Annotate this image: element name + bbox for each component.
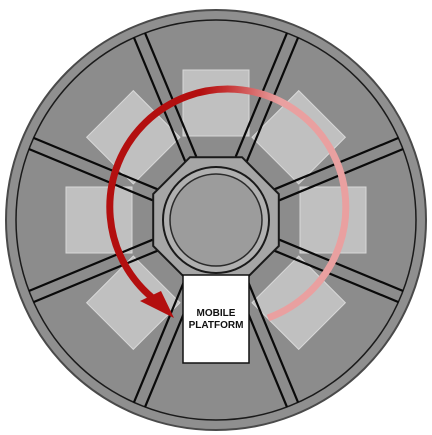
spoke-line bbox=[274, 249, 399, 304]
spoke-line bbox=[143, 32, 198, 158]
spoke-line bbox=[33, 249, 158, 304]
mobile-platform-label-line2: PLATFORM bbox=[189, 320, 244, 331]
rotation-arrow-head bbox=[140, 291, 174, 318]
spoke-line bbox=[132, 278, 187, 403]
spoke-7 bbox=[28, 136, 158, 202]
spoke-line bbox=[33, 136, 158, 191]
rotation-arrow-arc bbox=[106, 85, 350, 322]
mobile-platform-box bbox=[182, 274, 250, 364]
station-top-right bbox=[251, 89, 347, 185]
spoke-8 bbox=[132, 32, 198, 162]
station-bottom-left bbox=[85, 255, 181, 351]
spoke-3 bbox=[274, 238, 404, 304]
spoke-line bbox=[28, 238, 154, 293]
spoke-line bbox=[28, 147, 154, 202]
spoke-line bbox=[278, 238, 404, 293]
station-right bbox=[299, 186, 367, 254]
mobile-platform-label-line1: MOBILE bbox=[197, 308, 236, 319]
mobile-platform: MOBILE PLATFORM bbox=[182, 274, 250, 364]
spoke-line bbox=[245, 278, 300, 403]
spoke-line bbox=[132, 37, 187, 162]
hub-core bbox=[169, 173, 263, 267]
spoke-6 bbox=[28, 238, 158, 304]
curved-arrow-icon bbox=[106, 85, 350, 322]
station-top bbox=[182, 69, 250, 137]
station-left bbox=[65, 186, 133, 254]
